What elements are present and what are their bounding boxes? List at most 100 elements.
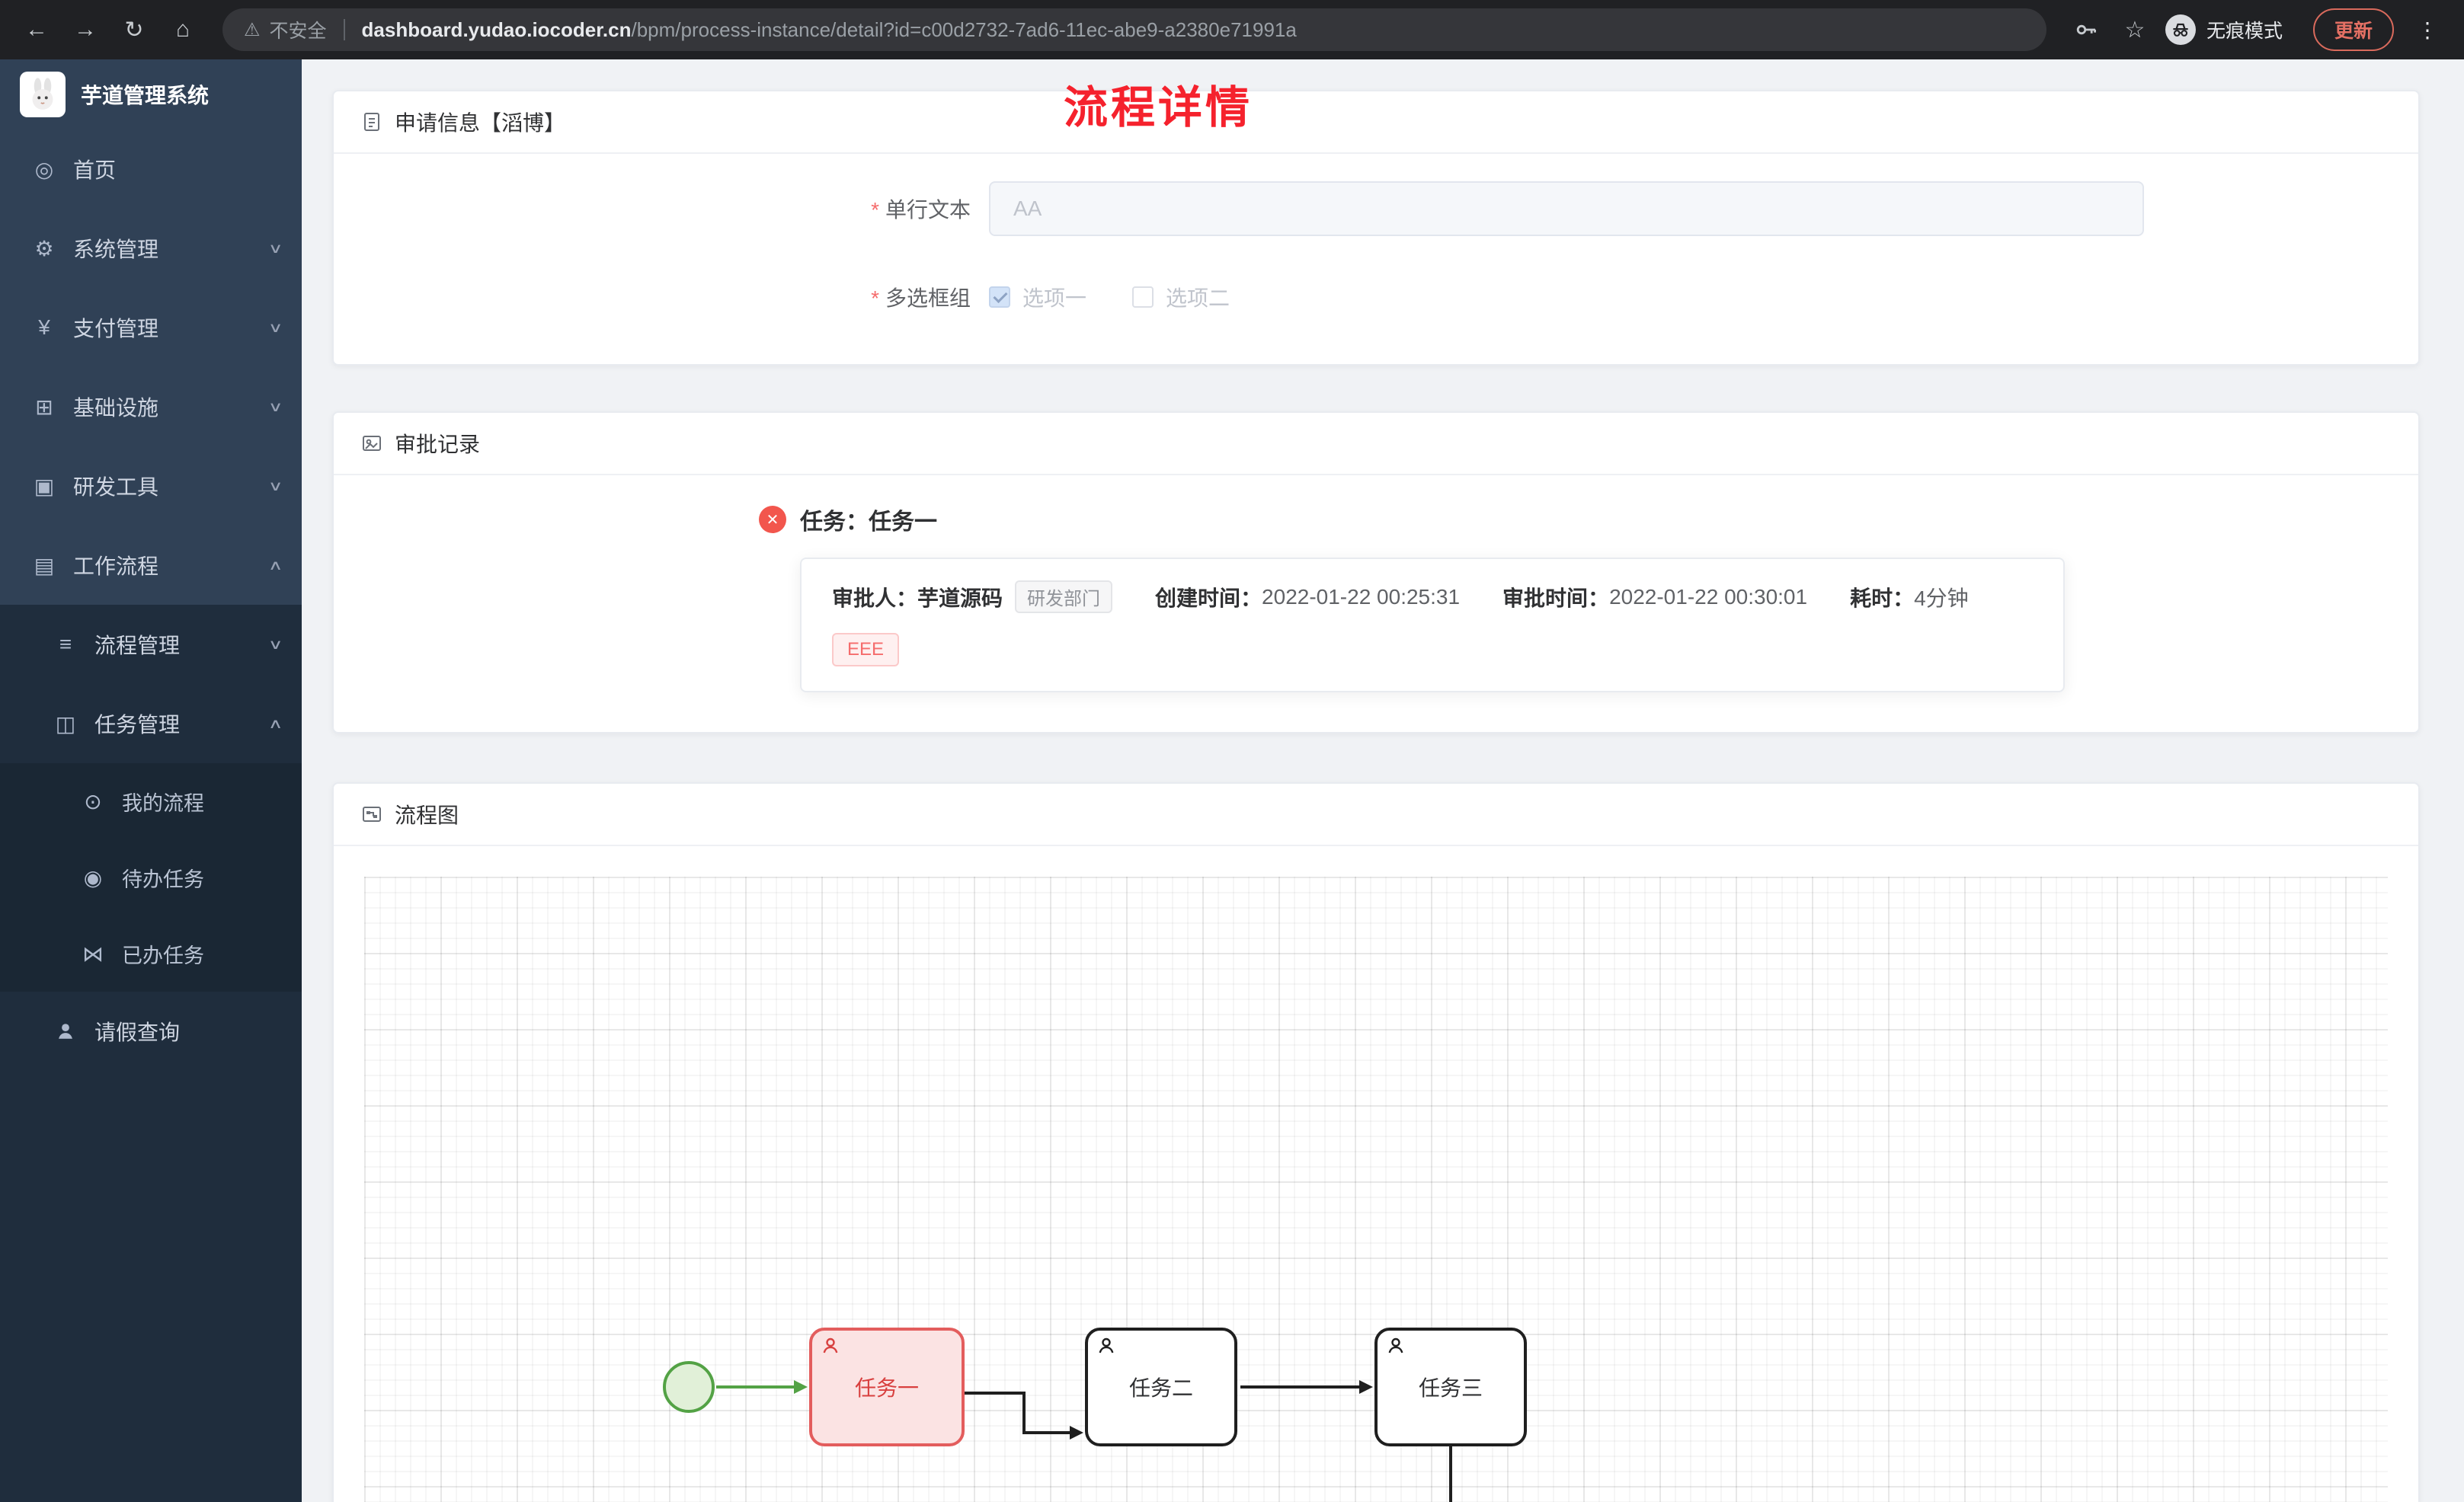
tools-icon: ▣ — [34, 474, 55, 498]
audit-task-row: ✕ 任务：任务一 — [759, 503, 2418, 536]
checkbox-field-label: *多选框组 — [334, 282, 989, 312]
security-chip[interactable]: ⚠ 不安全 — [244, 16, 327, 43]
sidebar-item-leave-query[interactable]: 请假查询 — [0, 992, 302, 1071]
apply-card-header: 申请信息【滔博】 — [334, 91, 2418, 154]
approval-meta-row: 审批人： 芋道源码 研发部门 创建时间： 2022-01-22 00:25:31… — [832, 580, 2033, 613]
browser-toolbar: ← → ↻ ⌂ ⚠ 不安全 dashboard.yudao.iocoder.cn… — [0, 0, 2464, 59]
sidebar-item-workflow[interactable]: ▤ 工作流程 ∧ — [0, 526, 302, 605]
sidebar-item-infrastructure[interactable]: ⊞ 基础设施 ∨ — [0, 367, 302, 446]
bpmn-task-node-2[interactable]: 任务二 — [1085, 1328, 1237, 1446]
browser-menu-button[interactable]: ⋮ — [2406, 8, 2449, 51]
address-bar[interactable]: ⚠ 不安全 dashboard.yudao.iocoder.cn/bpm/pro… — [222, 8, 2046, 51]
bpmn-canvas[interactable]: 任务一 任务二 任务三 — [364, 877, 2388, 1502]
audit-card-header: 审批记录 — [334, 413, 2418, 475]
app-logo-row: 芋道管理系统 — [0, 59, 302, 129]
reload-button[interactable]: ↻ — [113, 8, 155, 51]
sidebar-item-label: 请假查询 — [94, 1021, 181, 1044]
checkbox-checked-icon — [989, 286, 1010, 308]
home-button[interactable]: ⌂ — [162, 8, 204, 51]
field-label-text: 多选框组 — [885, 286, 971, 310]
rejected-x-icon: ✕ — [759, 506, 786, 533]
single-line-text-input[interactable] — [989, 181, 2144, 236]
sidebar-item-task-management[interactable]: ◫ 任务管理 ∧ — [0, 684, 302, 763]
audit-card-title: 审批记录 — [395, 433, 481, 456]
sidebar-item-label: 研发工具 — [73, 475, 159, 499]
duration-label: 耗时： — [1850, 586, 1915, 610]
url-path: /bpm/process-instance/detail?id=c00d2732… — [631, 18, 1297, 41]
password-key-button[interactable] — [2065, 8, 2107, 51]
process-circle-icon: ⊙ — [84, 789, 102, 813]
sidebar-item-label: 基础设施 — [73, 396, 159, 420]
sidebar-item-label: 待办任务 — [122, 868, 204, 891]
sidebar-item-label: 首页 — [73, 158, 117, 182]
sidebar-item-label: 支付管理 — [73, 317, 159, 340]
not-secure-warning-icon: ⚠ — [244, 19, 261, 40]
user-task-person-icon — [1387, 1337, 1405, 1355]
forward-icon: → — [74, 17, 97, 42]
bpmn-task-node-1[interactable]: 任务一 — [809, 1328, 965, 1446]
sidebar-item-process-management[interactable]: ≡ 流程管理 ∨ — [0, 605, 302, 684]
task-node-label: 任务一 — [854, 1376, 919, 1400]
sidebar-item-home[interactable]: ◎ 首页 — [0, 129, 302, 209]
sidebar-item-devtools[interactable]: ▣ 研发工具 ∨ — [0, 446, 302, 526]
sidebar-item-label: 任务管理 — [94, 713, 181, 737]
done-icon: ⋈ — [82, 941, 104, 966]
diagram-icon — [361, 804, 382, 825]
sidebar-item-todo-tasks[interactable]: ◉ 待办任务 — [0, 839, 302, 916]
task-node-label: 任务二 — [1128, 1376, 1193, 1400]
sidebar-item-label: 已办任务 — [122, 944, 204, 967]
eye-icon: ◉ — [83, 865, 103, 890]
url-host: dashboard.yudao.iocoder.cn — [361, 18, 632, 41]
sidebar-item-done-tasks[interactable]: ⋈ 已办任务 — [0, 916, 302, 992]
bookmark-star-button[interactable]: ☆ — [2114, 8, 2156, 51]
audit-timeline: ✕ 任务：任务一 审批人： 芋道源码 研发部门 创建时间： — [334, 475, 2418, 732]
start-event-node — [663, 1361, 715, 1413]
sidebar-item-label: 系统管理 — [73, 238, 159, 261]
update-button[interactable]: 更新 — [2312, 8, 2394, 51]
forward-button[interactable]: → — [64, 8, 107, 51]
app-title: 芋道管理系统 — [81, 84, 210, 107]
duration-value: 4分钟 — [1914, 586, 1969, 610]
task-node-label: 任务三 — [1418, 1376, 1483, 1400]
sidebar-item-payment[interactable]: ¥ 支付管理 ∨ — [0, 288, 302, 367]
url-text: dashboard.yudao.iocoder.cn/bpm/process-i… — [362, 18, 1297, 42]
incognito-badge: 无痕模式 — [2162, 11, 2301, 48]
apply-form: *单行文本 *多选框组 选项一 选项二 — [334, 154, 2418, 364]
kebab-menu-icon: ⋮ — [2417, 18, 2438, 42]
monitor-icon: ⊞ — [35, 395, 53, 419]
list-icon: ≡ — [59, 632, 72, 656]
approval-detail-card: 审批人： 芋道源码 研发部门 创建时间： 2022-01-22 00:25:31… — [800, 558, 2065, 692]
back-button[interactable]: ← — [15, 8, 58, 51]
sidebar-item-label: 工作流程 — [73, 554, 159, 578]
chevron-down-icon: ∨ — [267, 478, 283, 494]
user-task-person-icon — [821, 1337, 840, 1355]
approver-item: 审批人： 芋道源码 研发部门 — [832, 580, 1113, 613]
checkbox-label: 选项二 — [1166, 286, 1230, 310]
page-title: 流程详情 — [1064, 83, 1253, 133]
checkbox-option-1[interactable]: 选项一 — [989, 282, 1086, 312]
bpmn-task-node-3[interactable]: 任务三 — [1374, 1328, 1527, 1446]
approver-label: 审批人： — [832, 586, 918, 610]
sidebar-item-system[interactable]: ⚙ 系统管理 ∨ — [0, 209, 302, 288]
apply-info-card: 申请信息【滔博】 *单行文本 *多选框组 选项一 — [332, 90, 2420, 366]
sidebar-item-label: 流程管理 — [94, 634, 181, 657]
record-icon — [361, 433, 382, 454]
incognito-icon — [2165, 14, 2196, 45]
checkbox-label: 选项一 — [1022, 286, 1087, 310]
checkbox-unchecked-icon — [1132, 286, 1154, 308]
audit-task-title: 任务：任务一 — [800, 510, 937, 535]
text-field-label: *单行文本 — [334, 193, 989, 224]
flow-diagram-card: 流程图 — [332, 782, 2420, 1502]
sidebar-item-my-process[interactable]: ⊙ 我的流程 — [0, 763, 302, 839]
sidebar-filler — [0, 1071, 302, 1502]
person-icon — [52, 1021, 79, 1041]
app-logo-icon — [20, 72, 66, 117]
created-time: 2022-01-22 00:25:31 — [1262, 584, 1461, 609]
checkbox-option-2[interactable]: 选项二 — [1132, 282, 1230, 312]
form-row-text: *单行文本 — [334, 181, 2418, 236]
back-icon: ← — [25, 17, 48, 42]
duration-item: 耗时： 4分钟 — [1850, 582, 1969, 612]
omnibox-divider — [343, 19, 345, 40]
created-time-item: 创建时间： 2022-01-22 00:25:31 — [1155, 582, 1460, 612]
bpmn-edges — [663, 1361, 1452, 1502]
